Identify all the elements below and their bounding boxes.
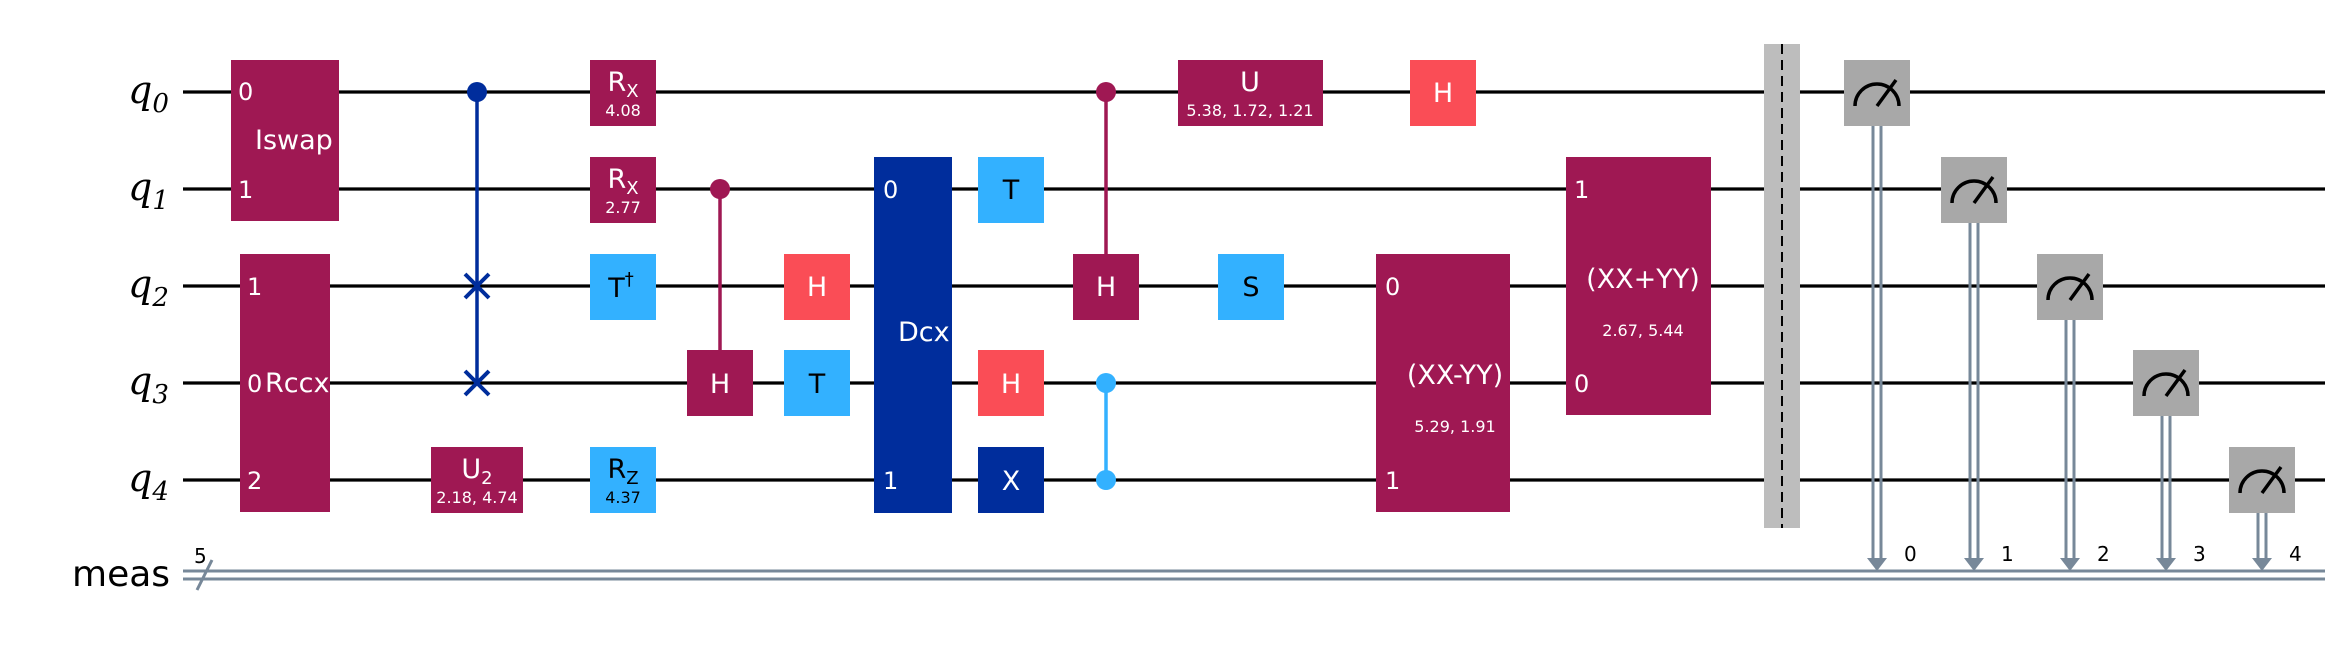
meter-icon — [2046, 276, 2094, 301]
qubit-label-4: q4 — [128, 456, 169, 507]
svg-text:0: 0 — [1574, 370, 1589, 398]
meter-icon — [2142, 372, 2190, 397]
rccx-gate: 1 0 2 Rccx — [240, 254, 330, 512]
svg-text:1: 1 — [238, 176, 253, 204]
svg-text:5.29, 1.91: 5.29, 1.91 — [1414, 417, 1495, 436]
meter-icon — [2238, 469, 2286, 494]
control-dot — [467, 82, 487, 102]
svg-text:X: X — [1002, 466, 1021, 497]
svg-text:4: 4 — [2289, 542, 2302, 566]
qubit-label-3: q3 — [128, 359, 169, 410]
measure-gate-4: 4 — [2229, 447, 2302, 571]
svg-text:T: T — [1002, 175, 1020, 206]
qubit-label-0: q0 — [128, 68, 169, 119]
u-gate: U 5.38, 1.72, 1.21 — [1178, 60, 1323, 126]
svg-text:RX: RX — [607, 164, 638, 199]
t-gate-q1: T — [978, 157, 1044, 223]
svg-text:T†: T† — [607, 269, 634, 304]
xx-minus-yy-gate: 0 1 (XX-YY) 5.29, 1.91 — [1376, 254, 1510, 512]
s-gate: S — [1218, 254, 1284, 320]
svg-text:2: 2 — [2097, 542, 2110, 566]
measure-gate-0: 0 — [1844, 60, 1917, 571]
svg-text:H: H — [807, 272, 827, 303]
svg-text:0: 0 — [247, 370, 262, 398]
svg-text:1: 1 — [2001, 542, 2014, 566]
svg-text:H: H — [1433, 78, 1453, 109]
meter-icon — [1950, 179, 1998, 204]
control-dot — [710, 179, 730, 199]
barrier — [1764, 44, 1800, 528]
svg-text:0: 0 — [883, 176, 898, 204]
classical-register-label: meas — [72, 554, 170, 595]
measure-gate-1: 1 — [1941, 157, 2014, 571]
svg-text:1: 1 — [1385, 467, 1400, 495]
rz-gate: RZ 4.37 — [590, 447, 656, 513]
u2-gate: U2 2.18, 4.74 — [431, 447, 523, 513]
t-gate-q3: T — [784, 350, 850, 416]
svg-text:3: 3 — [2193, 542, 2206, 566]
svg-text:2.77: 2.77 — [605, 198, 641, 217]
measure-gate-2: 2 — [2037, 254, 2110, 571]
svg-text:4.37: 4.37 — [605, 488, 641, 507]
svg-text:2.18, 4.74: 2.18, 4.74 — [436, 488, 517, 507]
rx-gate-q0: RX 4.08 — [590, 60, 656, 126]
dcx-gate: 0 1 Dcx — [874, 157, 952, 513]
svg-text:RZ: RZ — [607, 454, 638, 489]
iswap-gate: 0 1 Iswap — [231, 60, 339, 221]
svg-text:(XX-YY): (XX-YY) — [1407, 360, 1503, 391]
svg-text:1: 1 — [1574, 176, 1589, 204]
rx-gate-q1: RX 2.77 — [590, 157, 656, 223]
svg-text:T: T — [808, 369, 826, 400]
svg-text:0: 0 — [238, 78, 253, 106]
svg-text:U: U — [1240, 67, 1260, 98]
ch-gate-q1-q3: H — [687, 179, 753, 416]
svg-text:RX: RX — [607, 67, 638, 102]
classical-register-size: 5 — [194, 544, 207, 568]
control-dot — [1096, 373, 1116, 393]
classical-wire: 5 — [183, 544, 2325, 591]
h-gate-q2: H — [784, 254, 850, 320]
svg-text:0: 0 — [1385, 273, 1400, 301]
svg-text:Rccx: Rccx — [265, 368, 329, 399]
svg-text:0: 0 — [1904, 542, 1917, 566]
control-dot — [1096, 82, 1116, 102]
meter-icon — [1853, 82, 1901, 107]
svg-text:U2: U2 — [461, 454, 492, 489]
svg-text:2.67, 5.44: 2.67, 5.44 — [1602, 321, 1683, 340]
svg-text:Dcx: Dcx — [898, 317, 950, 348]
control-dot — [1096, 470, 1116, 490]
qubit-label-1: q1 — [128, 165, 169, 216]
h-gate-q0: H — [1410, 60, 1476, 126]
svg-text:4.08: 4.08 — [605, 101, 641, 120]
xx-plus-yy-gate: 1 0 (XX+YY) 2.67, 5.44 — [1566, 157, 1711, 415]
svg-text:1: 1 — [883, 467, 898, 495]
tdg-gate: T† — [590, 254, 656, 320]
cswap-gate — [463, 82, 491, 397]
bus-slash — [195, 559, 214, 591]
qubit-labels: q0 q1 q2 q3 q4 meas — [72, 68, 170, 595]
measure-gate-3: 3 — [2133, 350, 2206, 571]
svg-text:H: H — [1001, 369, 1021, 400]
svg-text:H: H — [1096, 272, 1116, 303]
qubit-label-2: q2 — [128, 262, 169, 313]
x-gate-q4: X — [978, 447, 1044, 513]
svg-text:(XX+YY): (XX+YY) — [1586, 264, 1700, 295]
svg-text:5.38, 1.72, 1.21: 5.38, 1.72, 1.21 — [1186, 101, 1313, 120]
ch-gate-q0-q2: H — [1073, 82, 1139, 320]
svg-text:S: S — [1242, 272, 1259, 303]
svg-text:2: 2 — [247, 467, 262, 495]
svg-text:1: 1 — [247, 273, 262, 301]
h-gate-q3: H — [978, 350, 1044, 416]
svg-text:H: H — [710, 369, 730, 400]
svg-text:Iswap: Iswap — [255, 125, 333, 156]
cz-gate-q3-q4 — [1096, 373, 1116, 490]
